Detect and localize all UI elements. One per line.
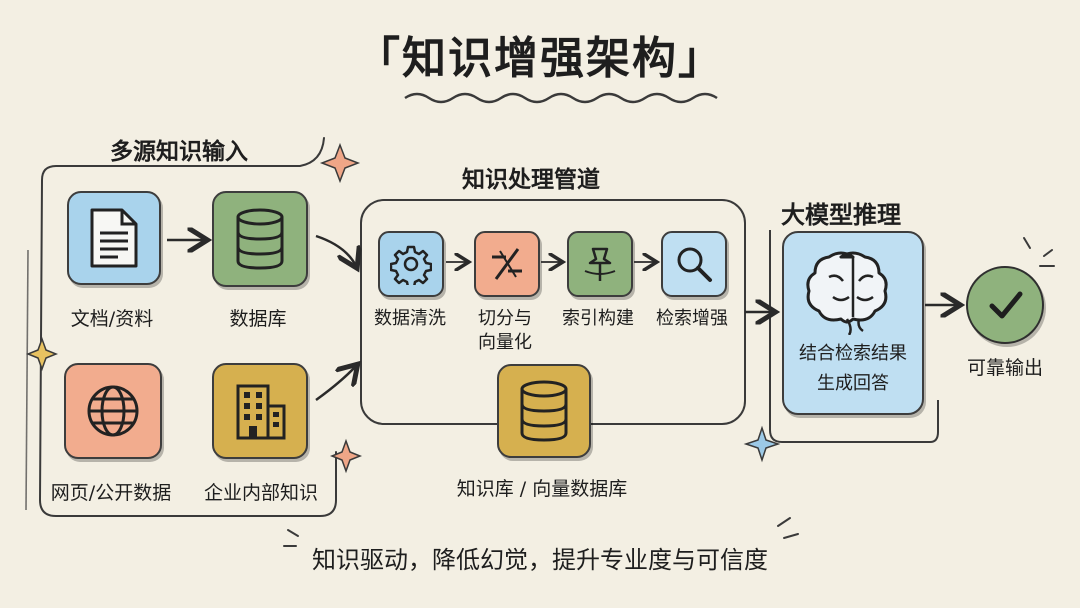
database-icon [236,208,284,270]
enterprise-tile [212,363,308,459]
pin-icon [584,247,616,281]
output-badge [966,266,1044,344]
kb-label: 知识库 / 向量数据库 [456,478,628,500]
output-label: 可靠输出 [966,357,1043,379]
gear-icon [390,245,432,285]
retrieve-label: 检索增强 [656,308,728,329]
llm-line1: 结合检索结果 [799,343,907,364]
magnifier-icon [677,247,712,282]
retrieve-tile [661,231,727,297]
document-icon [90,208,138,268]
llm-section-title: 大模型推理 [781,201,901,229]
globe-icon [87,385,139,437]
split-label-line2: 向量化 [478,332,532,353]
index-tile [567,231,633,297]
clean-label: 数据清洗 [374,308,446,329]
brain-icon [806,251,888,335]
pipeline-section-title: 知识处理管道 [462,167,600,193]
input-section-title: 多源知识输入 [110,139,248,165]
database-label: 数据库 [229,308,287,330]
docs-label: 文档/资料 [70,308,154,330]
database-tile [212,191,308,287]
index-label: 索引构建 [562,308,634,329]
database-icon [520,380,568,442]
docs-tile [67,191,161,285]
check-icon [989,291,1023,319]
llm-tile: 结合检索结果 生成回答 [782,231,924,415]
arrow-enterprise-pipeline [315,366,356,402]
clean-tile [378,231,444,297]
split-tile [474,231,540,297]
arrow-db-pipeline [315,234,356,266]
web-label: 网页/公开数据 [50,482,172,504]
llm-line2: 生成回答 [817,373,889,394]
page-title: 「知识增强架构」 [356,33,724,84]
kb-tile [497,364,591,458]
split-label-line1: 切分与 [478,308,532,329]
web-tile [64,363,162,459]
enterprise-label: 企业内部知识 [203,482,318,504]
footer-caption: 知识驱动，降低幻觉，提升专业度与可信度 [312,546,768,574]
building-icon [236,384,286,440]
slash-percent-icon [492,248,522,280]
